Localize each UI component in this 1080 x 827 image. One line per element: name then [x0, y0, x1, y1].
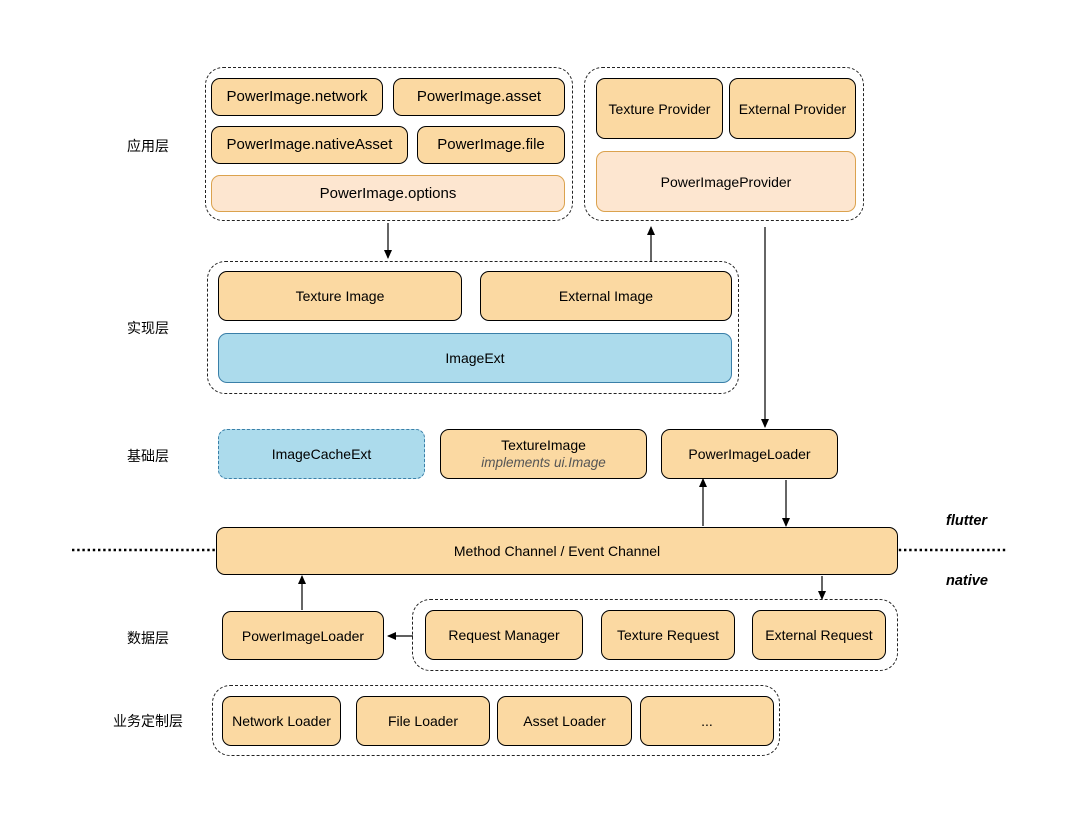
image-ext-label: ImageExt [445, 350, 505, 366]
external-image-label: External Image [558, 288, 654, 304]
power-image-asset-box: PowerImage.asset [393, 78, 565, 116]
power-image-native-asset-box: PowerImage.nativeAsset [211, 126, 408, 164]
layer-label-impl: 实现层 [127, 320, 169, 336]
image-cache-ext-box: ImageCacheExt [218, 429, 425, 479]
texture-request-box: Texture Request [601, 610, 735, 660]
asset-loader-label: Asset Loader [523, 713, 606, 729]
power-image-loader-flutter-label: PowerImageLoader [688, 446, 811, 462]
request-manager-label: Request Manager [448, 627, 560, 643]
image-ext-box: ImageExt [218, 333, 732, 383]
network-loader-box: Network Loader [222, 696, 341, 746]
external-provider-box: External Provider [729, 78, 856, 139]
power-image-loader-native-label: PowerImageLoader [241, 627, 365, 644]
texture-request-label: Texture Request [617, 627, 719, 643]
impl-layer-group [207, 261, 739, 394]
texture-provider-box: Texture Provider [596, 78, 723, 139]
texture-image-basic-box: TextureImage implements ui.Image [440, 429, 647, 479]
power-image-provider-label: PowerImageProvider [660, 173, 792, 190]
app-layer-group [205, 67, 573, 221]
more-loaders-label: ... [701, 713, 713, 729]
texture-provider-label: Texture Provider [608, 100, 711, 117]
image-cache-ext-label: ImageCacheExt [271, 446, 372, 462]
external-request-label: External Request [765, 627, 873, 643]
power-image-network-label: PowerImage.network [226, 88, 368, 105]
business-layer-group [212, 685, 780, 756]
texture-image-box: Texture Image [218, 271, 462, 321]
layer-label-data: 数据层 [127, 630, 169, 646]
method-event-channel-box: Method Channel / Event Channel [216, 527, 898, 575]
power-image-file-label: PowerImage.file [437, 136, 545, 153]
asset-loader-box: Asset Loader [497, 696, 632, 746]
power-image-asset-label: PowerImage.asset [416, 88, 542, 105]
power-image-provider-box: PowerImageProvider [596, 151, 856, 212]
flutter-side-label: flutter [946, 513, 988, 529]
power-image-options-box: PowerImage.options [211, 175, 565, 212]
provider-group [584, 67, 864, 221]
power-image-file-box: PowerImage.file [417, 126, 565, 164]
texture-image-basic-label: TextureImage [501, 437, 586, 453]
file-loader-label: File Loader [387, 713, 459, 729]
file-loader-box: File Loader [356, 696, 490, 746]
native-side-label: native [946, 573, 988, 589]
external-image-box: External Image [480, 271, 732, 321]
power-image-loader-flutter-box: PowerImageLoader [661, 429, 838, 479]
request-manager-box: Request Manager [425, 610, 583, 660]
external-provider-label: External Provider [738, 100, 847, 117]
request-group [412, 599, 898, 671]
power-image-native-asset-label: PowerImage.nativeAsset [226, 136, 393, 153]
texture-image-label: Texture Image [295, 288, 385, 304]
power-image-loader-native-box: PowerImageLoader [222, 611, 384, 660]
layer-label-basic: 基础层 [127, 448, 169, 464]
power-image-network-box: PowerImage.network [211, 78, 383, 116]
method-event-channel-label: Method Channel / Event Channel [453, 543, 661, 559]
power-image-options-label: PowerImage.options [319, 184, 457, 202]
more-loaders-box: ... [640, 696, 774, 746]
layer-label-app: 应用层 [127, 138, 169, 154]
external-request-box: External Request [752, 610, 886, 660]
layer-label-business: 业务定制层 [113, 713, 183, 729]
texture-image-note: implements ui.Image [481, 455, 606, 470]
network-loader-label: Network Loader [232, 713, 331, 729]
